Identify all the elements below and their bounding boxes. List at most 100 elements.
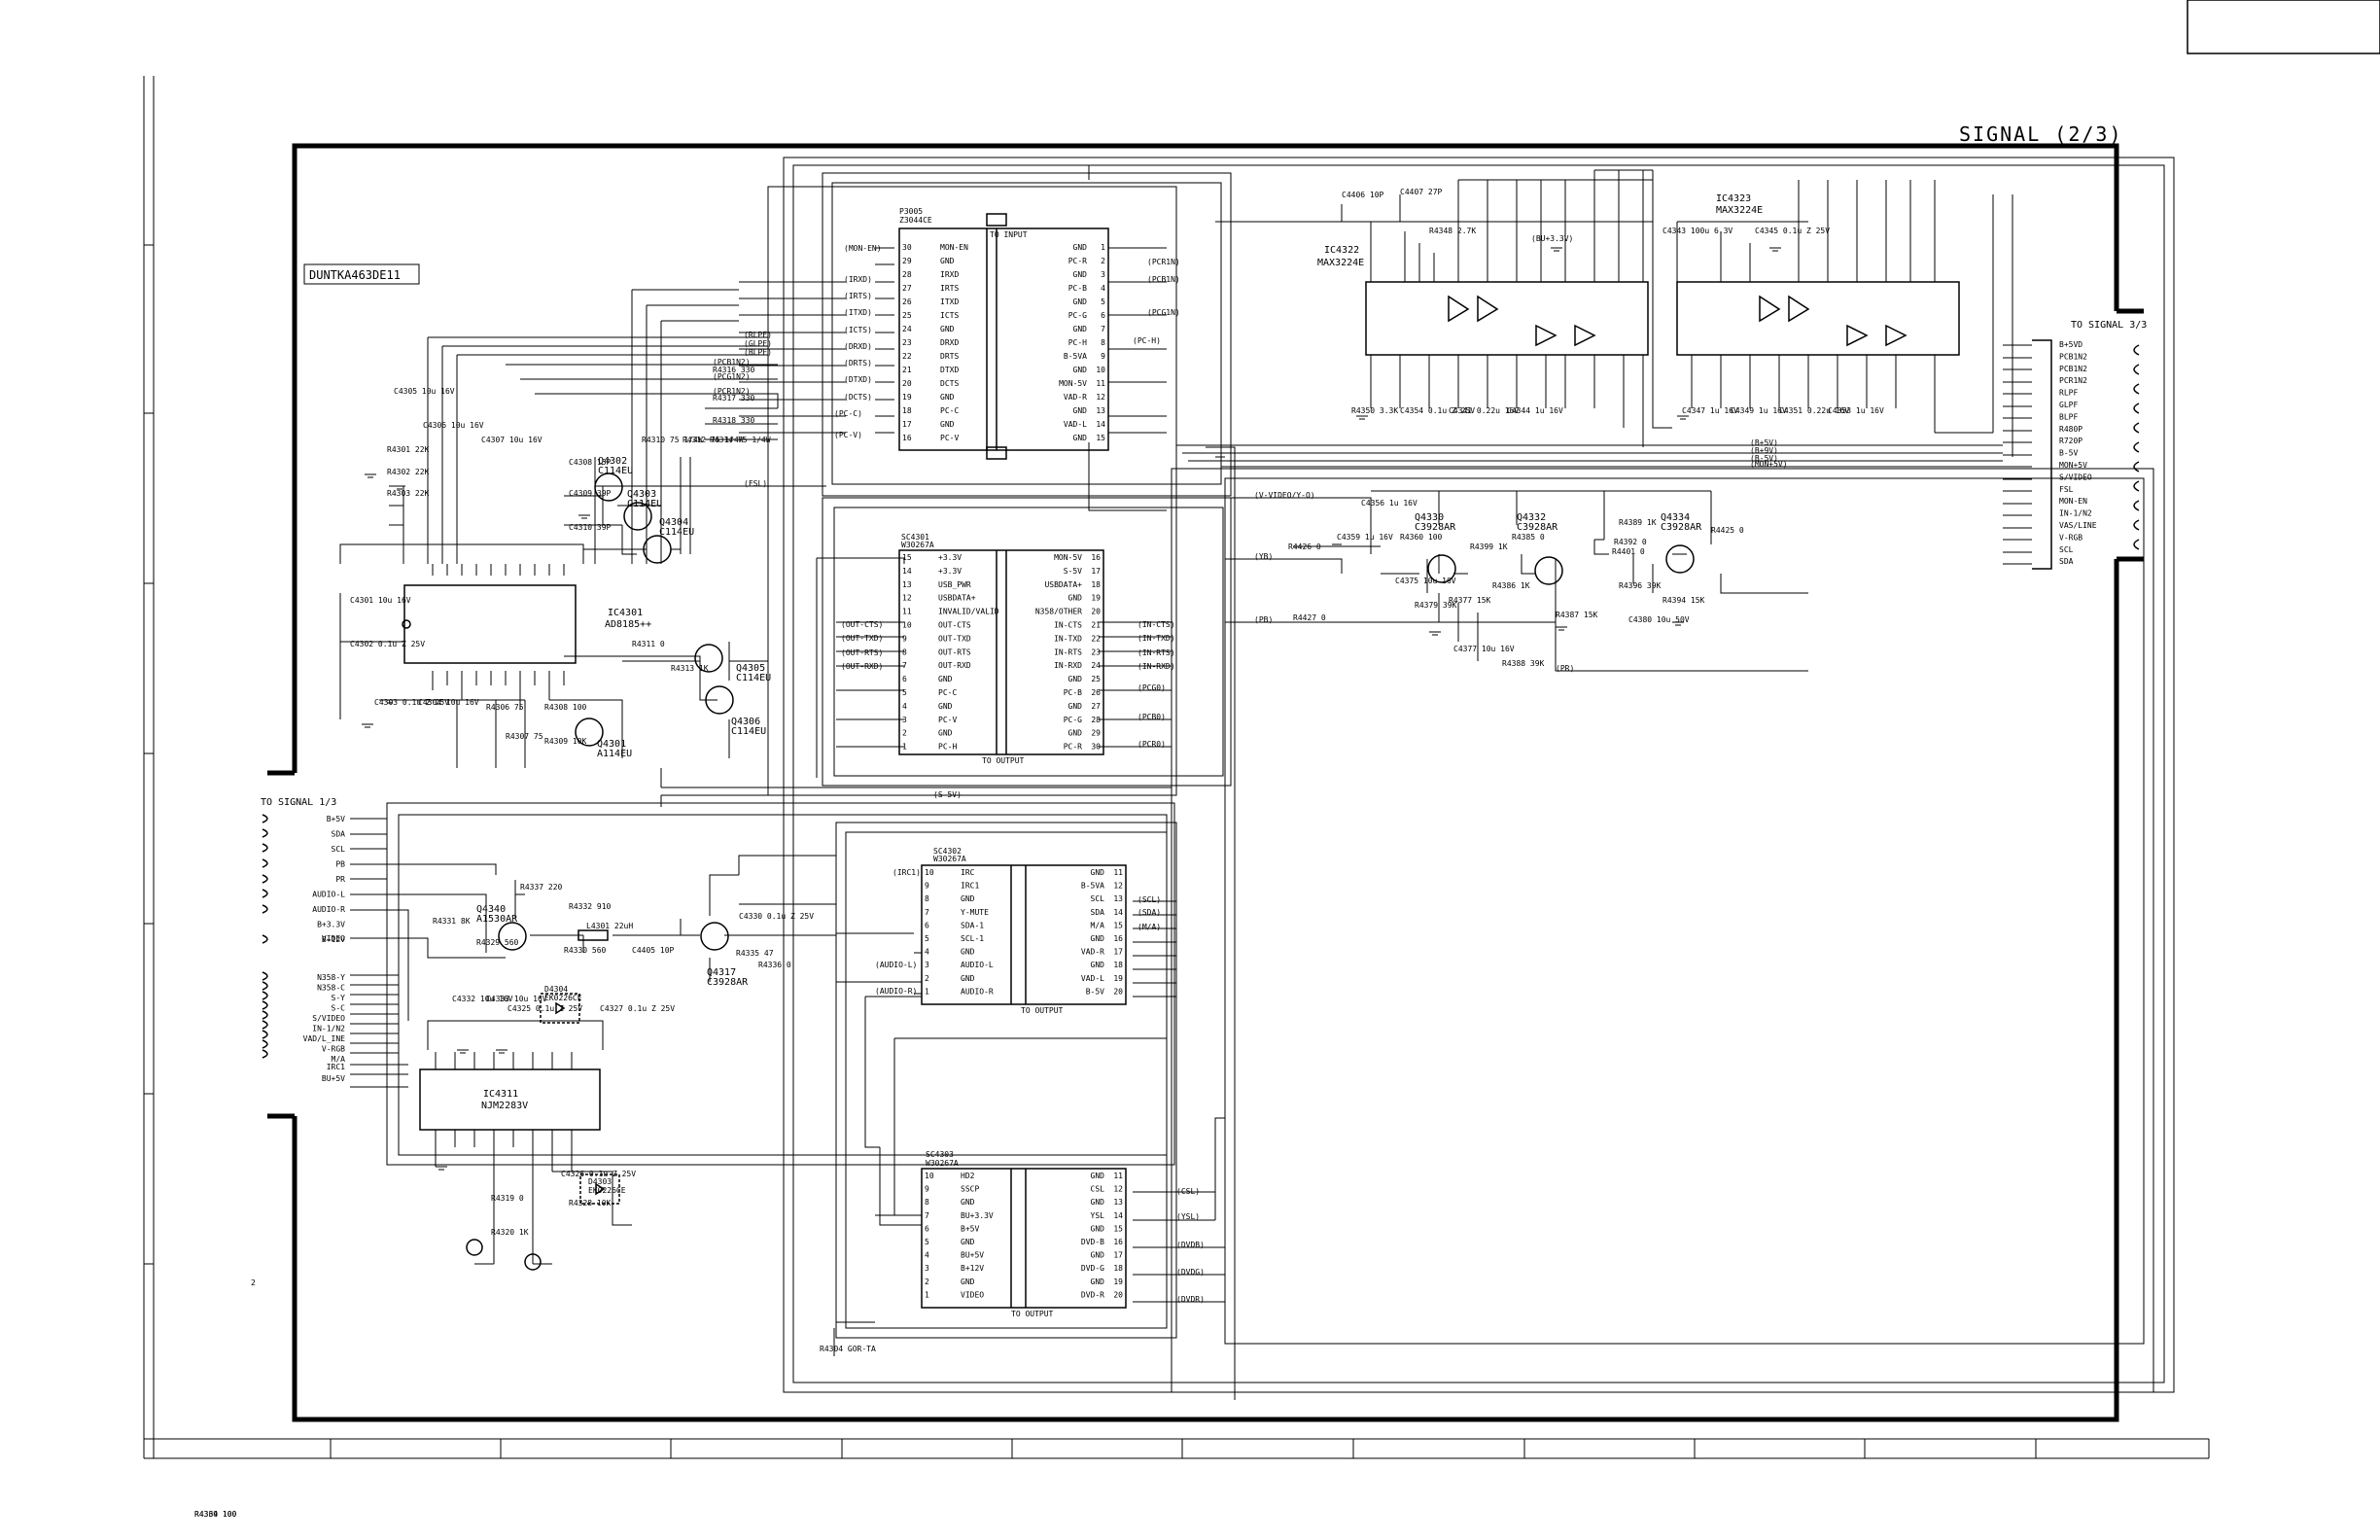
pin-number: 5 [1101, 298, 1105, 306]
right-port-pin: V-RGB [2059, 533, 2082, 542]
passive-label: R4339 100 [194, 1510, 237, 1519]
pin-number: 24 [902, 325, 912, 333]
pin-number: 13 [1113, 894, 1123, 903]
pin-number: 17 [902, 420, 912, 429]
l4301-label: L4301 22uH [586, 922, 633, 930]
passive-label: C4405 10P [632, 946, 675, 955]
right-port-pins: B+5VDPCB1N2PCB1N2PCR1N2RLPFGLPFBLPFR480P… [2059, 340, 2097, 566]
pin-number: 4 [1101, 284, 1105, 293]
passive-label: R4386 1K [1492, 581, 1530, 590]
pin-signal: BU+5V [961, 1251, 984, 1260]
sc4302-footer: TO OUTPUT [1021, 1006, 1064, 1015]
net-label: (PCG0) [1138, 683, 1166, 692]
pin-signal: AUDIO-R [961, 987, 994, 996]
passive-label: C4330 0.1u Z 25V [739, 912, 814, 921]
pin-signal: DVD-G [1081, 1264, 1104, 1273]
pin-number: 16 [1113, 1238, 1123, 1246]
pin-signal: GND [1073, 366, 1088, 374]
pin-number: 27 [1091, 702, 1101, 711]
pin-signal: ICTS [940, 311, 959, 320]
left-port-pin: S-Y [332, 994, 346, 1002]
left-port-pin: VAD/L_INE [303, 1034, 346, 1043]
pin-signal: DTXD [940, 366, 959, 374]
passive-label: R4330 560 [564, 946, 607, 955]
pin-signal: GND [1073, 243, 1088, 252]
pin-number: 9 [925, 1185, 929, 1194]
pin-signal: SSCP [961, 1185, 979, 1194]
pin-number: 14 [1113, 908, 1123, 917]
passive-label: C4304 10u 16V [418, 698, 479, 707]
pin-number: 14 [902, 567, 912, 576]
net-label: (S-5V) [933, 790, 962, 799]
sc4301-part: W30267A [901, 541, 934, 549]
p3005-footer: TO INPUT [990, 230, 1028, 239]
sc4303-footer: TO OUTPUT [1011, 1310, 1054, 1318]
pin-number: 9 [925, 882, 929, 891]
q4317-ref: Q4317 [707, 967, 736, 978]
pin-signal: IRC1 [961, 882, 979, 891]
net-label: (PCB1N) [1147, 275, 1180, 284]
right-port-pin: PCR1N2 [2059, 376, 2087, 385]
pin-number: 5 [925, 934, 929, 943]
passive-label: C4306 10u 16V [423, 421, 484, 430]
pin-number: 3 [1101, 270, 1105, 279]
q4332-part: C3928AR [1517, 522, 1558, 533]
pin-signal: GND [1073, 325, 1088, 333]
net-label: (PCR1N) [1147, 258, 1180, 266]
passive-label: C4326 0.1u Z 25V [561, 1170, 636, 1178]
sc4302-ref: SC4302 [933, 847, 962, 856]
net-label: (SCL) [1138, 895, 1161, 904]
pin-number: 16 [1113, 934, 1123, 943]
net-label: (MON-EN) [844, 244, 882, 253]
left-port-pin: M/A [332, 1055, 346, 1064]
q4306-ref: Q4306 [731, 717, 760, 727]
pin-number: 19 [1113, 974, 1123, 983]
passive-label: R4301 22K [387, 445, 430, 454]
pin-signal: OUT-RTS [938, 648, 971, 656]
pin-number: 6 [902, 675, 907, 683]
passive-label: C4359 1u 16V [1337, 533, 1393, 542]
left-port-pin: IRC1 [327, 1063, 345, 1071]
passive-label: C4310 39P [569, 523, 612, 532]
left-port-pin: B+3.3V [317, 921, 345, 929]
pin-number: 6 [925, 1224, 929, 1233]
left-port-pin: SDA [332, 830, 346, 839]
pin-number: 23 [902, 338, 912, 347]
net-label: (IRTS) [844, 292, 872, 300]
pin-number: 6 [925, 921, 929, 929]
passive-label: C4354 0.1u Z 25V [1400, 406, 1475, 415]
passive-label: R4312 75 1/4W [682, 436, 744, 444]
left-port-pin: B+5V [327, 815, 345, 823]
passive-label: R4311 0 [632, 640, 665, 648]
pin-number: 20 [1113, 987, 1123, 996]
left-port-pin: B+12V [322, 935, 345, 944]
passive-label: R4336 0 [758, 961, 791, 969]
pin-signal: PC-C [940, 406, 959, 415]
pin-number: 1 [902, 743, 907, 752]
sc4303-part: W30267A [926, 1159, 959, 1168]
pin-number: 25 [902, 311, 912, 320]
pin-signal: GND [1073, 406, 1088, 415]
passive-label: R4388 39K [1502, 659, 1545, 668]
pin-signal: PC-V [938, 716, 957, 724]
right-port-pin: IN-1/N2 [2059, 509, 2092, 518]
pin-number: 13 [1096, 406, 1105, 415]
pin-number: 1 [1101, 243, 1105, 252]
pin-signal: GND [1091, 1172, 1105, 1180]
pin-number: 10 [902, 621, 912, 630]
net-label: (M/A) [1138, 923, 1161, 931]
sc4302-part: W30267A [933, 855, 966, 863]
pin-signal: GND [938, 729, 953, 738]
pin-signal: DVD-R [1081, 1290, 1104, 1299]
pin-signal: GND [1091, 934, 1105, 943]
pin-number: 14 [1113, 1211, 1123, 1220]
passive-label: R4319 0 [491, 1194, 524, 1203]
right-port-pin: VAS/LINE [2059, 521, 2097, 530]
pin-signal: PC-B [1068, 284, 1087, 293]
pin-number: 16 [902, 434, 912, 442]
left-port-header: TO SIGNAL 1/3 [261, 797, 336, 808]
pin-number: 10 [925, 868, 934, 877]
pin-signal: GND [1091, 961, 1105, 969]
passive-label: R4318 330 [713, 416, 755, 425]
passive-label: R4320 1K [491, 1228, 529, 1237]
